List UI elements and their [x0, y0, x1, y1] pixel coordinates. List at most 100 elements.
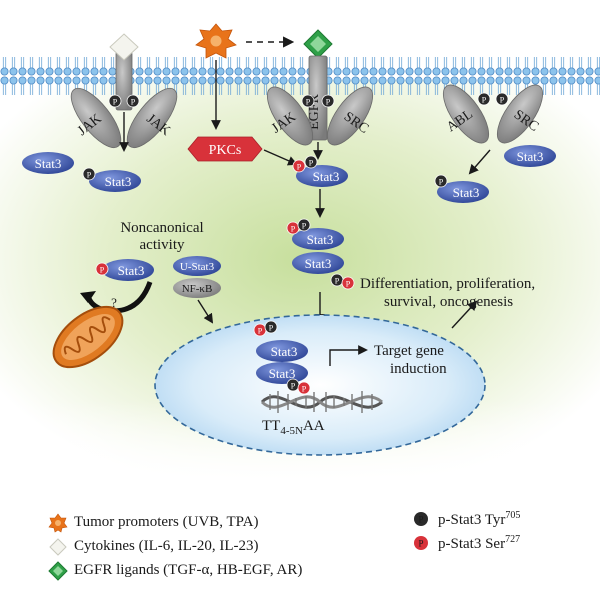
- stat3-phosphorylated: [89, 170, 141, 192]
- egfr-receptor: EGFR JAK SRC P P: [266, 29, 374, 146]
- p-tyr-badge: [264, 320, 278, 334]
- svg-text:P: P: [500, 96, 505, 105]
- p-tyr-badge: [304, 155, 318, 169]
- svg-text:U-Stat3: U-Stat3: [180, 261, 215, 273]
- svg-text:P: P: [100, 266, 105, 275]
- ustat3-to-nucleus-arrow: [197, 299, 214, 324]
- legend-p-tyr: p-Stat3 Tyr705: [438, 510, 521, 528]
- p-tyr-badge: [301, 94, 315, 108]
- svg-text:P: P: [306, 98, 311, 107]
- noncanonical-title-line2: activity: [140, 237, 185, 253]
- svg-text:P: P: [269, 324, 274, 333]
- p-ser-badge: [292, 159, 306, 173]
- legend-p-ser: p-Stat3 Ser727: [438, 534, 521, 552]
- stat3-dimer-top: [292, 228, 344, 250]
- cytokine-receptor: JAK JAK P P: [70, 33, 178, 149]
- consensus-sequence: TT4-5NAA: [262, 418, 325, 437]
- p-tyr-badge: [434, 174, 448, 188]
- svg-text:P: P: [309, 159, 314, 168]
- p-tyr-badge: [477, 92, 491, 106]
- p-ser-badge: [95, 262, 109, 276]
- stat3-unphosphorylated: [504, 145, 556, 167]
- p-tyr-badge: [495, 92, 509, 106]
- p-tyr-badge: [297, 218, 311, 232]
- svg-text:Stat3: Stat3: [305, 256, 332, 271]
- tumor-promoter-legend-icon: [48, 513, 68, 533]
- stat3-dual-phospho: [296, 165, 348, 187]
- p-tyr-badge: [126, 94, 140, 108]
- jak-left: [70, 87, 122, 149]
- svg-text:P: P: [302, 222, 307, 231]
- svg-text:Stat3: Stat3: [313, 169, 340, 184]
- svg-text:PKCs: PKCs: [209, 143, 242, 158]
- target-gene-line2: induction: [390, 361, 447, 377]
- p-tyr-badge: [108, 94, 122, 108]
- nucleus-to-outcome-arrow: [451, 300, 478, 329]
- svg-text:P: P: [113, 98, 118, 107]
- svg-text:P: P: [87, 171, 92, 180]
- p-tyr-legend-icon: P: [414, 512, 428, 526]
- cytokine-legend-icon: [49, 538, 67, 556]
- question-mark: ?: [111, 295, 117, 310]
- src-kinase: [496, 84, 544, 144]
- svg-text:Stat3: Stat3: [453, 185, 480, 200]
- cytokine-icon: [109, 33, 139, 61]
- stat3-serine-phospho: [102, 259, 154, 281]
- legend-cytokines: Cytokines (IL-6, IL-20, IL-23): [74, 538, 259, 554]
- p-tyr-badge: [82, 167, 96, 181]
- svg-text:P: P: [297, 163, 302, 172]
- svg-text:Stat3: Stat3: [35, 156, 62, 171]
- nf-kb: [173, 278, 221, 298]
- dna-helix-icon: [260, 391, 383, 413]
- outcome-text-line2: survival, oncogenesis: [384, 294, 513, 310]
- svg-text:P: P: [258, 327, 263, 336]
- svg-text:P: P: [482, 96, 487, 105]
- cell-membrane: [0, 57, 600, 95]
- svg-text:P: P: [418, 515, 423, 525]
- svg-text:P: P: [291, 382, 296, 391]
- p-ser-badge: [297, 381, 311, 395]
- svg-text:P: P: [439, 178, 444, 187]
- pkc-to-stat3-arrow: [263, 149, 298, 166]
- target-gene-arrow: [329, 345, 368, 366]
- svg-text:Stat3: Stat3: [269, 366, 296, 381]
- stat3-unphosphorylated: [22, 152, 74, 174]
- p-ser-badge: [341, 276, 355, 290]
- svg-text:P: P: [326, 98, 331, 107]
- legend-egfr-ligands: EGFR ligands (TGF-α, HB-EGF, AR): [74, 562, 303, 578]
- svg-text:Stat3: Stat3: [105, 174, 132, 189]
- jak-right: [126, 87, 178, 149]
- abl-to-stat3-arrow: [468, 149, 491, 175]
- svg-text:P: P: [346, 280, 351, 289]
- svg-text:P: P: [291, 225, 296, 234]
- svg-text:Stat3: Stat3: [118, 263, 145, 278]
- jak-egfr: [266, 86, 314, 146]
- egfr-ligand-legend-icon: [48, 561, 68, 581]
- svg-text:Stat3: Stat3: [517, 149, 544, 164]
- p-tyr-badge: [321, 94, 335, 108]
- svg-text:P: P: [131, 98, 136, 107]
- svg-text:NF-κB: NF-κB: [182, 283, 213, 295]
- target-gene-line1: Target gene: [374, 343, 444, 359]
- abl-src-kinases: ABL SRC P P: [442, 84, 544, 144]
- svg-text:Stat3: Stat3: [271, 344, 298, 359]
- src-egfr: [326, 86, 374, 146]
- p-ser-legend-icon: P: [414, 536, 428, 550]
- noncanonical-title-line1: Noncanonical: [120, 220, 203, 236]
- stat3-phosphorylated: [437, 181, 489, 203]
- svg-text:P: P: [302, 385, 307, 394]
- nucleus: [154, 314, 486, 456]
- svg-text:P: P: [418, 539, 423, 549]
- svg-text:Stat3: Stat3: [307, 232, 334, 247]
- u-stat3: [173, 256, 221, 276]
- pkcs-node: [187, 136, 263, 162]
- stat3-dimer-bottom: [292, 252, 344, 274]
- legend-tumor-promoters: Tumor promoters (UVB, TPA): [74, 514, 259, 530]
- abl-kinase: [442, 84, 490, 144]
- stat3-nuclear-top: [256, 340, 308, 362]
- outcome-text-line1: Differentiation, proliferation,: [360, 276, 535, 292]
- mitochondrion-icon: [52, 305, 124, 369]
- stat3-nuclear-bottom: [256, 362, 308, 384]
- svg-text:P: P: [335, 277, 340, 286]
